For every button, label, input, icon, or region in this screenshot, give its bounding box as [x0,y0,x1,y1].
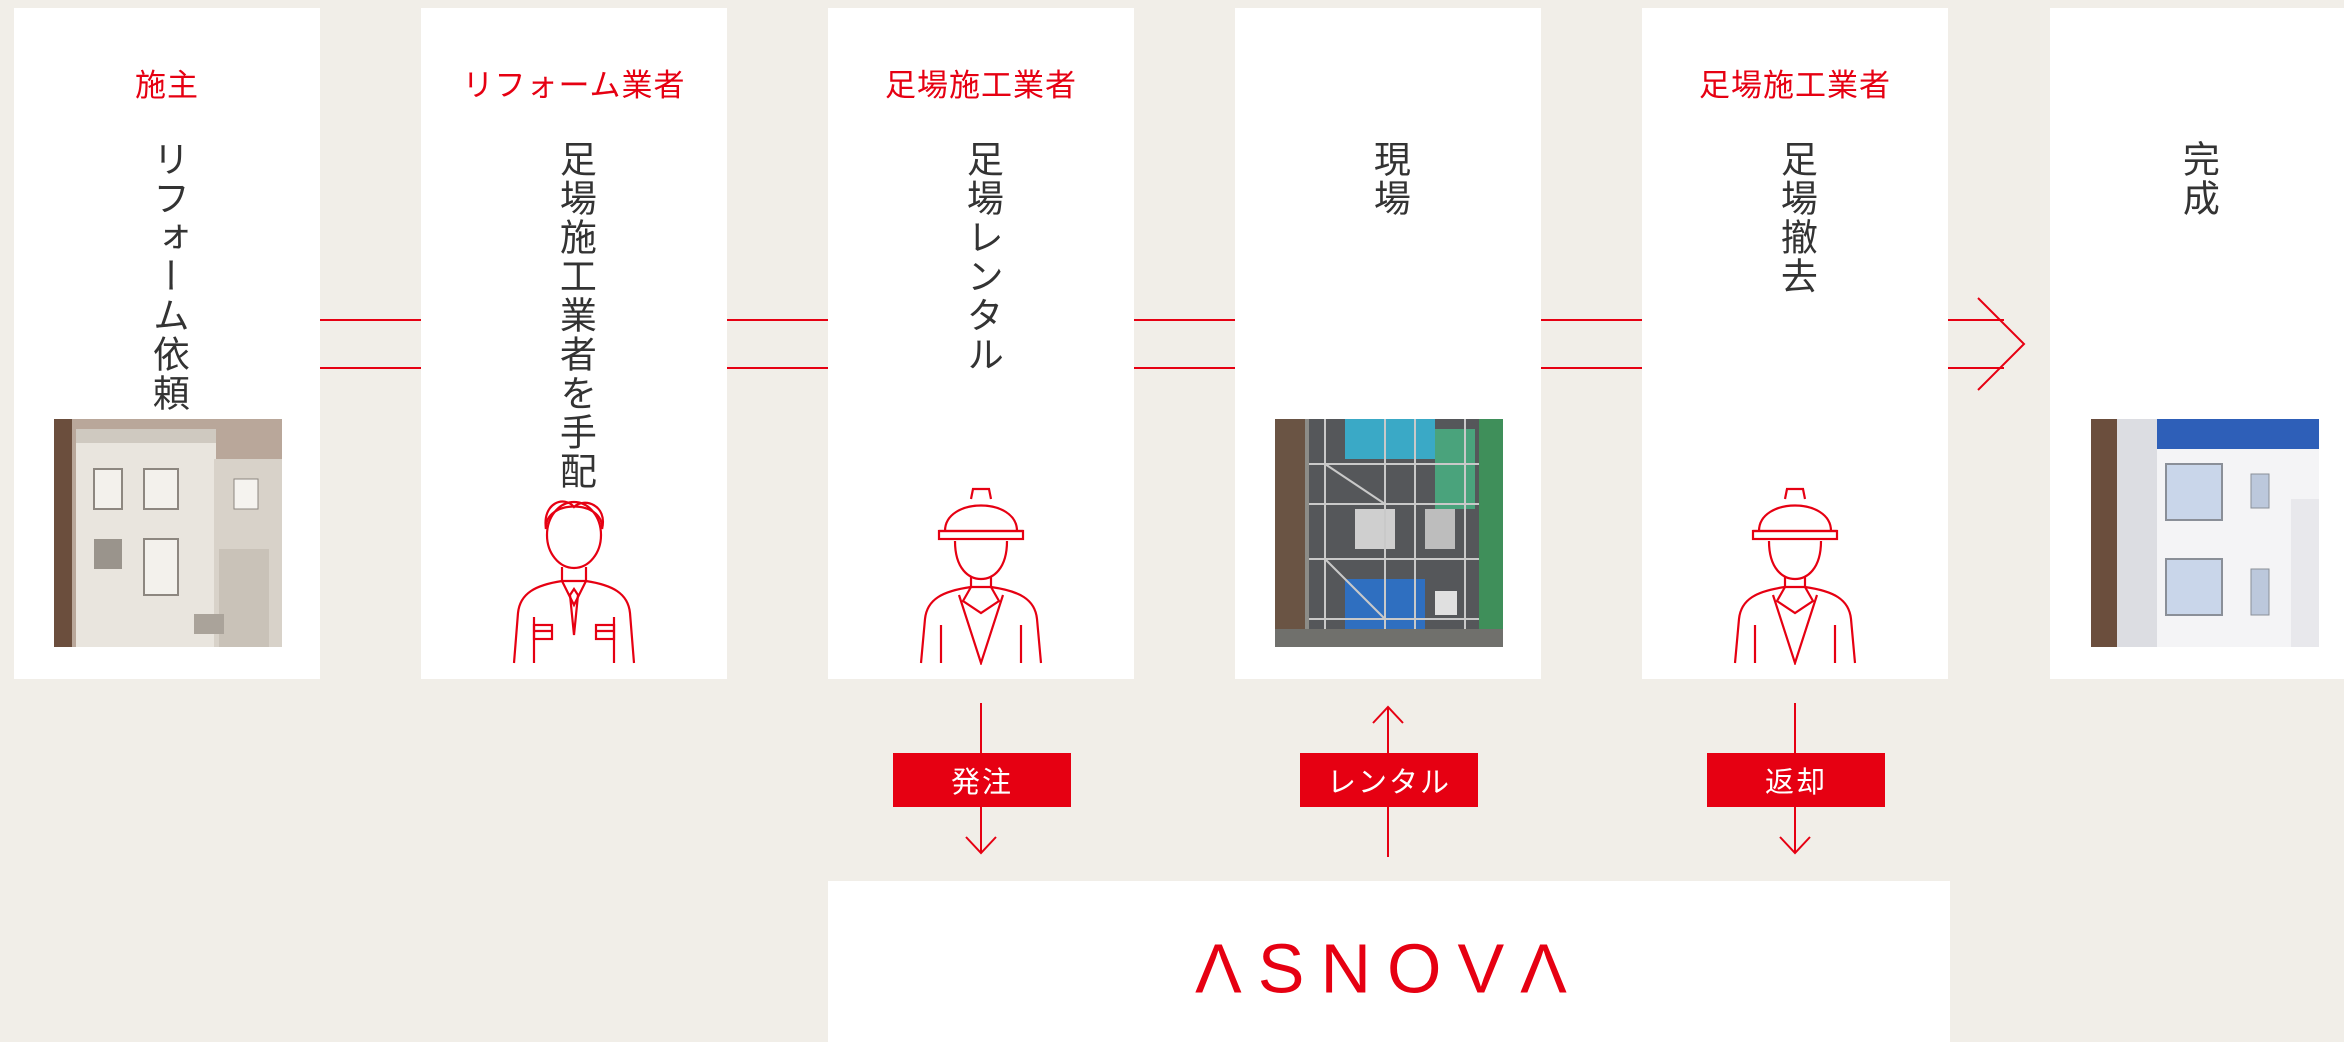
rental-badge: レンタル [1300,753,1478,807]
order-badge: 発注 [893,753,1071,807]
construction-worker-icon [1733,487,1857,665]
step-card-client: 施主 リフォーム依頼 [14,8,320,679]
house-after-photo [2091,419,2319,647]
scaffold-site-photo [1275,419,1503,647]
connector-double-line [1134,319,1235,369]
connector-double-line [727,319,828,369]
house-before-photo [54,419,282,647]
step-action: 足場施工業者を手配 [553,140,597,491]
step-action: 足場レンタル [960,140,1004,374]
connector-double-line [320,319,421,369]
step-card-site: 現場 [1235,8,1541,679]
office-worker-icon [512,500,636,664]
asnova-company-box: ΛSNOVΛ [828,881,1950,1042]
step-role: 施主 [135,68,199,104]
arrow-right-icon [1948,297,2026,391]
asnova-logo: ΛSNOVΛ [1195,928,1583,1007]
step-action: 足場撤去 [1774,140,1818,296]
step-action: 完成 [2176,140,2220,218]
return-badge: 返却 [1707,753,1885,807]
construction-worker-icon [919,487,1043,665]
step-role: 足場施工業者 [1699,68,1891,104]
step-card-scaffold-contractor-removal: 足場施工業者 足場撤去 [1642,8,1948,679]
step-action: リフォーム依頼 [146,140,190,413]
step-card-complete: 完成 [2050,8,2344,679]
step-role: リフォーム業者 [462,68,686,104]
step-action: 現場 [1367,140,1411,218]
connector-double-line [1541,319,1642,369]
step-role: 足場施工業者 [885,68,1077,104]
step-card-scaffold-contractor-rental: 足場施工業者 足場レンタル [828,8,1134,679]
step-card-reform-contractor: リフォーム業者 足場施工業者を手配 [421,8,727,679]
